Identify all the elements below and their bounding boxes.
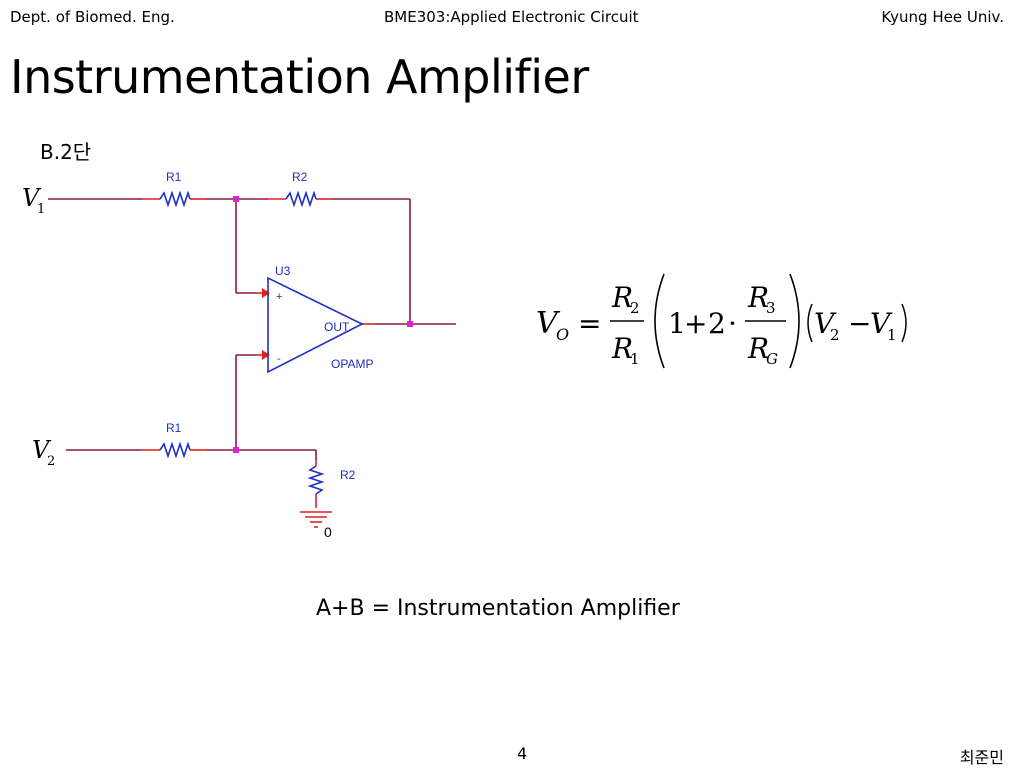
frac1-numerator-sub: 2 (630, 299, 640, 317)
frac2-numerator: R (747, 281, 769, 314)
formula-dot: · (728, 307, 737, 340)
header-university: Kyung Hee Univ. (881, 8, 1004, 26)
opamp-minus-sign: - (277, 353, 281, 365)
formula-vo: V (536, 306, 561, 341)
ground-icon (300, 511, 332, 528)
frac2-numerator-sub: 3 (766, 299, 776, 317)
opamp-symbol (267, 276, 364, 374)
opamp-ref-label: U3 (275, 264, 291, 278)
frac1-numerator: R (611, 281, 633, 314)
frac1-denominator-sub: 1 (630, 350, 640, 368)
gain-formula: V O = R 2 R 1 1 + 2 · R 3 R G V 2 − V 1 (536, 273, 907, 369)
paren-small-right (901, 303, 907, 343)
input-v2-subscript: 2 (47, 454, 55, 469)
header-course: BME303:Applied Electronic Circuit (384, 8, 639, 26)
resistor-r2-top (285, 190, 317, 208)
formula-vo-sub: O (556, 325, 569, 344)
plus-pin-arrow (262, 288, 270, 298)
formula-one: 1 (668, 307, 686, 340)
node-bottom (233, 447, 239, 453)
circuit-schematic: V 1 V 2 (22, 170, 456, 540)
formula-minus: − (848, 307, 871, 340)
paren-small-left (807, 303, 813, 343)
ground-label: 0 (324, 524, 332, 540)
r2-top-label: R2 (292, 170, 308, 184)
pin-stubs (142, 198, 374, 508)
formula-v1: V (870, 307, 893, 340)
resistors (159, 190, 325, 495)
resistor-r1-top (159, 190, 191, 208)
slide-subtitle: B.2단 (40, 140, 92, 164)
paren-right (789, 273, 800, 369)
opamp-out-label: OUT (324, 320, 350, 334)
paren-left (654, 273, 665, 369)
opamp-name-label: OPAMP (331, 357, 373, 371)
input-v1-label: V (22, 184, 42, 212)
wires (48, 198, 456, 460)
frac2-denominator: R (747, 332, 769, 365)
slide-caption: A+B = Instrumentation Amplifier (316, 596, 680, 621)
frac1-denominator: R (611, 332, 633, 365)
resistor-r1-bottom (159, 441, 191, 459)
formula-v1-sub: 1 (887, 326, 897, 344)
node-top (233, 196, 239, 202)
formula-two: 2 (708, 307, 726, 340)
r1-top-label: R1 (166, 170, 182, 184)
formula-equals: = (578, 307, 601, 340)
slide-title: Instrumentation Amplifier (10, 50, 589, 104)
opamp-plus-sign: + (276, 291, 282, 303)
node-output (407, 321, 413, 327)
header-department: Dept. of Biomed. Eng. (10, 8, 175, 26)
page-number: 4 (517, 744, 528, 763)
resistor-r2-bottom (307, 465, 325, 495)
minus-pin-arrow (262, 350, 270, 360)
r2-bottom-label: R2 (340, 468, 356, 482)
formula-plus: + (684, 307, 707, 340)
formula-v2-sub: 2 (830, 326, 840, 344)
frac2-denominator-sub: G (766, 350, 778, 368)
author-name: 최준민 (959, 748, 1004, 767)
formula-v2: V (814, 307, 837, 340)
input-v1-subscript: 1 (37, 202, 45, 217)
r1-bottom-label: R1 (166, 421, 182, 435)
input-v2-label: V (32, 436, 52, 464)
